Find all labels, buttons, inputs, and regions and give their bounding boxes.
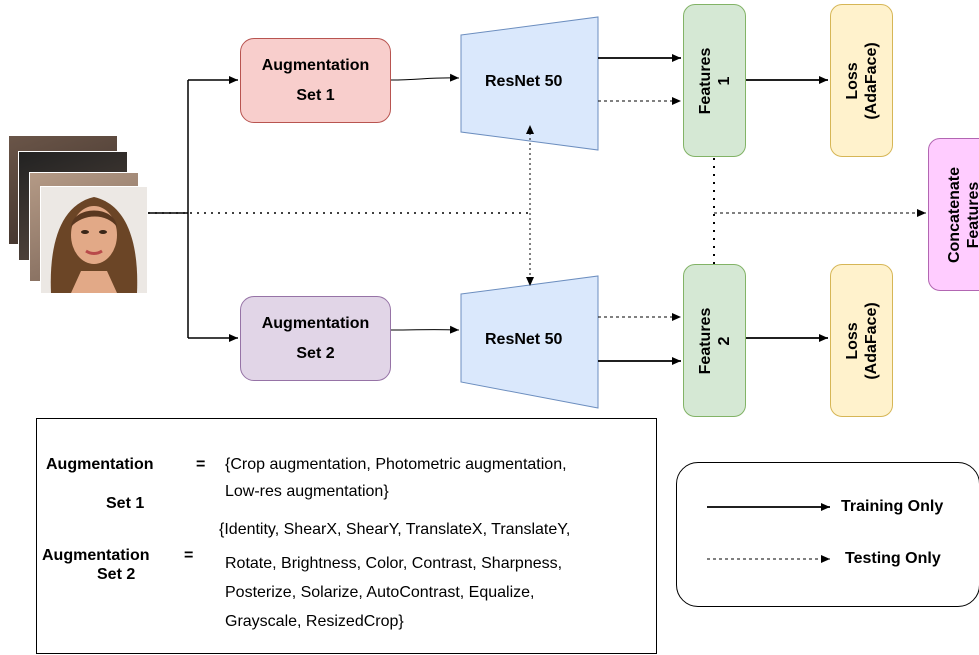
face-photo-front xyxy=(40,186,148,294)
loss2-line2: (AdaFace) xyxy=(862,301,880,380)
augmentation-set-1-box: Augmentation Set 1 xyxy=(240,38,391,123)
features-2-box: Features 2 xyxy=(683,264,746,417)
legend-training-label: Training Only xyxy=(841,498,944,515)
def-set1-equals: = xyxy=(196,456,206,473)
aug2-label-line2: Set 2 xyxy=(296,344,335,362)
resnet-1-label: ResNet 50 xyxy=(485,73,563,90)
features2-line2: 2 xyxy=(715,336,733,345)
def-set2-label-line1: Augmentation xyxy=(42,547,150,564)
loss2-line1: Loss xyxy=(843,321,861,360)
input-branch-line xyxy=(148,80,189,338)
features1-line2: 1 xyxy=(715,76,733,85)
loss-1-box: Loss (AdaFace) xyxy=(830,4,893,157)
aug1-label-line1: Augmentation xyxy=(261,56,370,74)
loss1-line2: (AdaFace) xyxy=(862,41,880,120)
input-face-images xyxy=(8,135,148,295)
features-1-box: Features 1 xyxy=(683,4,746,157)
def-set2-label-line2: Set 2 xyxy=(97,566,136,583)
features2-line1: Features xyxy=(696,307,714,374)
def-set2-line3: Posterize, Solarize, AutoContrast, Equal… xyxy=(225,584,535,601)
def-set2-line4: Grayscale, ResizedCrop} xyxy=(225,613,404,630)
features1-line1: Features xyxy=(696,47,714,114)
aug1-label-line2: Set 1 xyxy=(296,86,335,104)
def-set2-line1: {Identity, ShearX, ShearY, TranslateX, T… xyxy=(219,521,571,538)
loss1-line1: Loss xyxy=(843,61,861,100)
def-set1-line1: {Crop augmentation, Photometric augmenta… xyxy=(225,456,567,473)
concatenate-features-box: Concatenate Features xyxy=(928,138,979,291)
def-set2-equals: = xyxy=(184,547,194,564)
augmentation-definitions-box xyxy=(36,418,657,654)
line-style-legend-box xyxy=(676,462,979,607)
concat-line1: Concatenate xyxy=(946,166,963,263)
augmentation-set-2-box: Augmentation Set 2 xyxy=(240,296,391,381)
concat-line2: Features xyxy=(965,181,979,248)
def-set2-line2: Rotate, Brightness, Color, Contrast, Sha… xyxy=(225,555,563,572)
resnet-2-label: ResNet 50 xyxy=(485,331,563,348)
aug2-label-line1: Augmentation xyxy=(261,314,370,332)
resnet-block-2 xyxy=(460,275,599,409)
loss-2-box: Loss (AdaFace) xyxy=(830,264,893,417)
legend-testing-label: Testing Only xyxy=(845,550,941,567)
arrow-aug1-resnet1 xyxy=(390,73,460,82)
def-set1-line2: Low-res augmentation} xyxy=(225,483,389,500)
def-set1-label-line1: Augmentation xyxy=(46,456,154,473)
def-set1-label-line2: Set 1 xyxy=(106,495,145,512)
resnet-block-1 xyxy=(460,16,599,151)
face-illustration xyxy=(50,197,138,293)
